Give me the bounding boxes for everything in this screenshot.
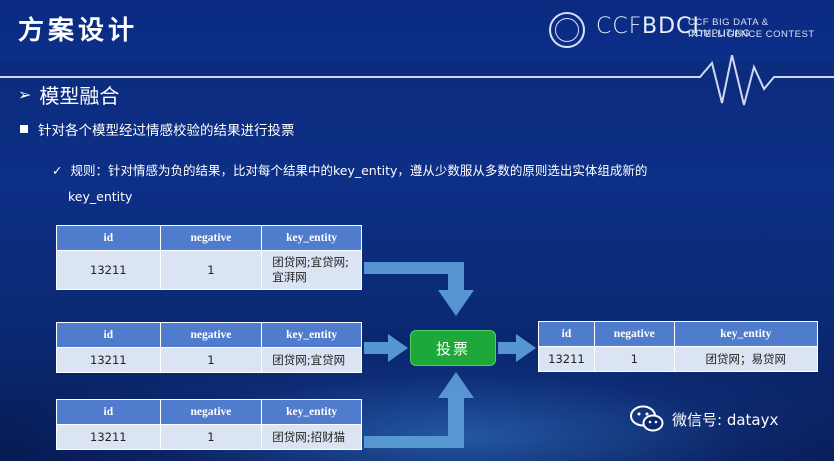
header-negative: negative — [593, 321, 675, 347]
cell-key-entity: 团贷网;宜贷网 — [261, 347, 362, 373]
section-title: 模型融合 — [39, 84, 120, 108]
bullet-text: 针对各个模型经过情感校验的结果进行投票 — [38, 123, 295, 139]
cell-key-entity: 团贷网；易贷网 — [673, 346, 819, 372]
rule-line: ✓ 规则：针对情感为负的结果，比对每个结果中的key_entity，遵从少数服从多… — [52, 158, 752, 210]
bullet-square-icon — [20, 125, 28, 133]
table-row: 13211 1 团贷网;招财猫 — [56, 424, 362, 450]
input-table-2: id negative key_entity 13211 1 团贷网;宜贷网 — [56, 322, 362, 373]
watermark-text: 微信号: datayx — [672, 410, 779, 429]
input-table-3: id negative key_entity 13211 1 团贷网;招财猫 — [56, 399, 362, 450]
header-key-entity: key_entity — [261, 399, 362, 425]
header-id: id — [56, 225, 161, 251]
header-negative: negative — [159, 225, 263, 251]
rule-text: 规则：针对情感为负的结果，比对每个结果中的key_entity，遵从少数服从多数… — [70, 163, 648, 178]
key-entity-line1: 团贷网;宜贷网; — [272, 255, 349, 269]
cell-key-entity: 团贷网;招财猫 — [261, 424, 362, 450]
cell-id: 13211 — [56, 250, 161, 290]
wechat-icon — [630, 405, 664, 432]
section-arrow-icon: ➢ — [18, 85, 32, 104]
cell-id: 13211 — [538, 346, 595, 372]
cell-id: 13211 — [56, 424, 161, 450]
rule-text-continued: key_entity — [68, 189, 133, 204]
header-id: id — [56, 399, 161, 425]
header-id: id — [538, 321, 595, 347]
cell-id: 13211 — [56, 347, 161, 373]
watermark: 微信号: datayx — [630, 405, 778, 433]
cell-key-entity: 团贷网;宜贷网;宜湃网 — [261, 250, 362, 290]
logo-text-line1: CCF BIG DATA & COMPUTING — [688, 17, 769, 39]
cell-negative: 1 — [159, 347, 263, 373]
header-key-entity: key_entity — [261, 225, 362, 251]
header-negative: negative — [159, 322, 263, 348]
section-heading: ➢ 模型融合 — [18, 80, 119, 109]
slide-title: 方案设计 — [18, 16, 139, 46]
cell-negative: 1 — [593, 346, 675, 372]
vote-button[interactable]: 投票 — [410, 330, 496, 366]
header-negative: negative — [159, 399, 263, 425]
table-row: 13211 1 团贷网;宜贷网 — [56, 347, 362, 373]
checkmark-icon: ✓ — [52, 163, 63, 178]
header-id: id — [56, 322, 161, 348]
ccf-seal-logo-icon — [549, 12, 585, 48]
input-table-1: id negative key_entity 13211 1 团贷网;宜贷网;宜… — [56, 225, 362, 290]
header-key-entity: key_entity — [673, 321, 819, 347]
header-band — [0, 0, 834, 62]
arrow-from-table1 — [364, 262, 474, 316]
cell-negative: 1 — [159, 250, 263, 290]
header-key-entity: key_entity — [261, 322, 362, 348]
table-row: 13211 1 团贷网；易贷网 — [538, 346, 819, 372]
logo-bdci: BDCI — [642, 14, 700, 39]
output-table: id negative key_entity 13211 1 团贷网；易贷网 — [538, 321, 819, 372]
pulse-wave-line — [0, 55, 834, 106]
cell-negative: 1 — [159, 424, 263, 450]
logo-text-line2: INTELLIGENCE CONTEST — [688, 29, 815, 40]
key-entity-line2: 宜湃网 — [272, 270, 307, 284]
table-row: 13211 1 团贷网;宜贷网;宜湃网 — [56, 250, 362, 290]
bullet-line: 针对各个模型经过情感校验的结果进行投票 — [20, 119, 295, 139]
logo-ccf: CCF — [596, 14, 643, 39]
